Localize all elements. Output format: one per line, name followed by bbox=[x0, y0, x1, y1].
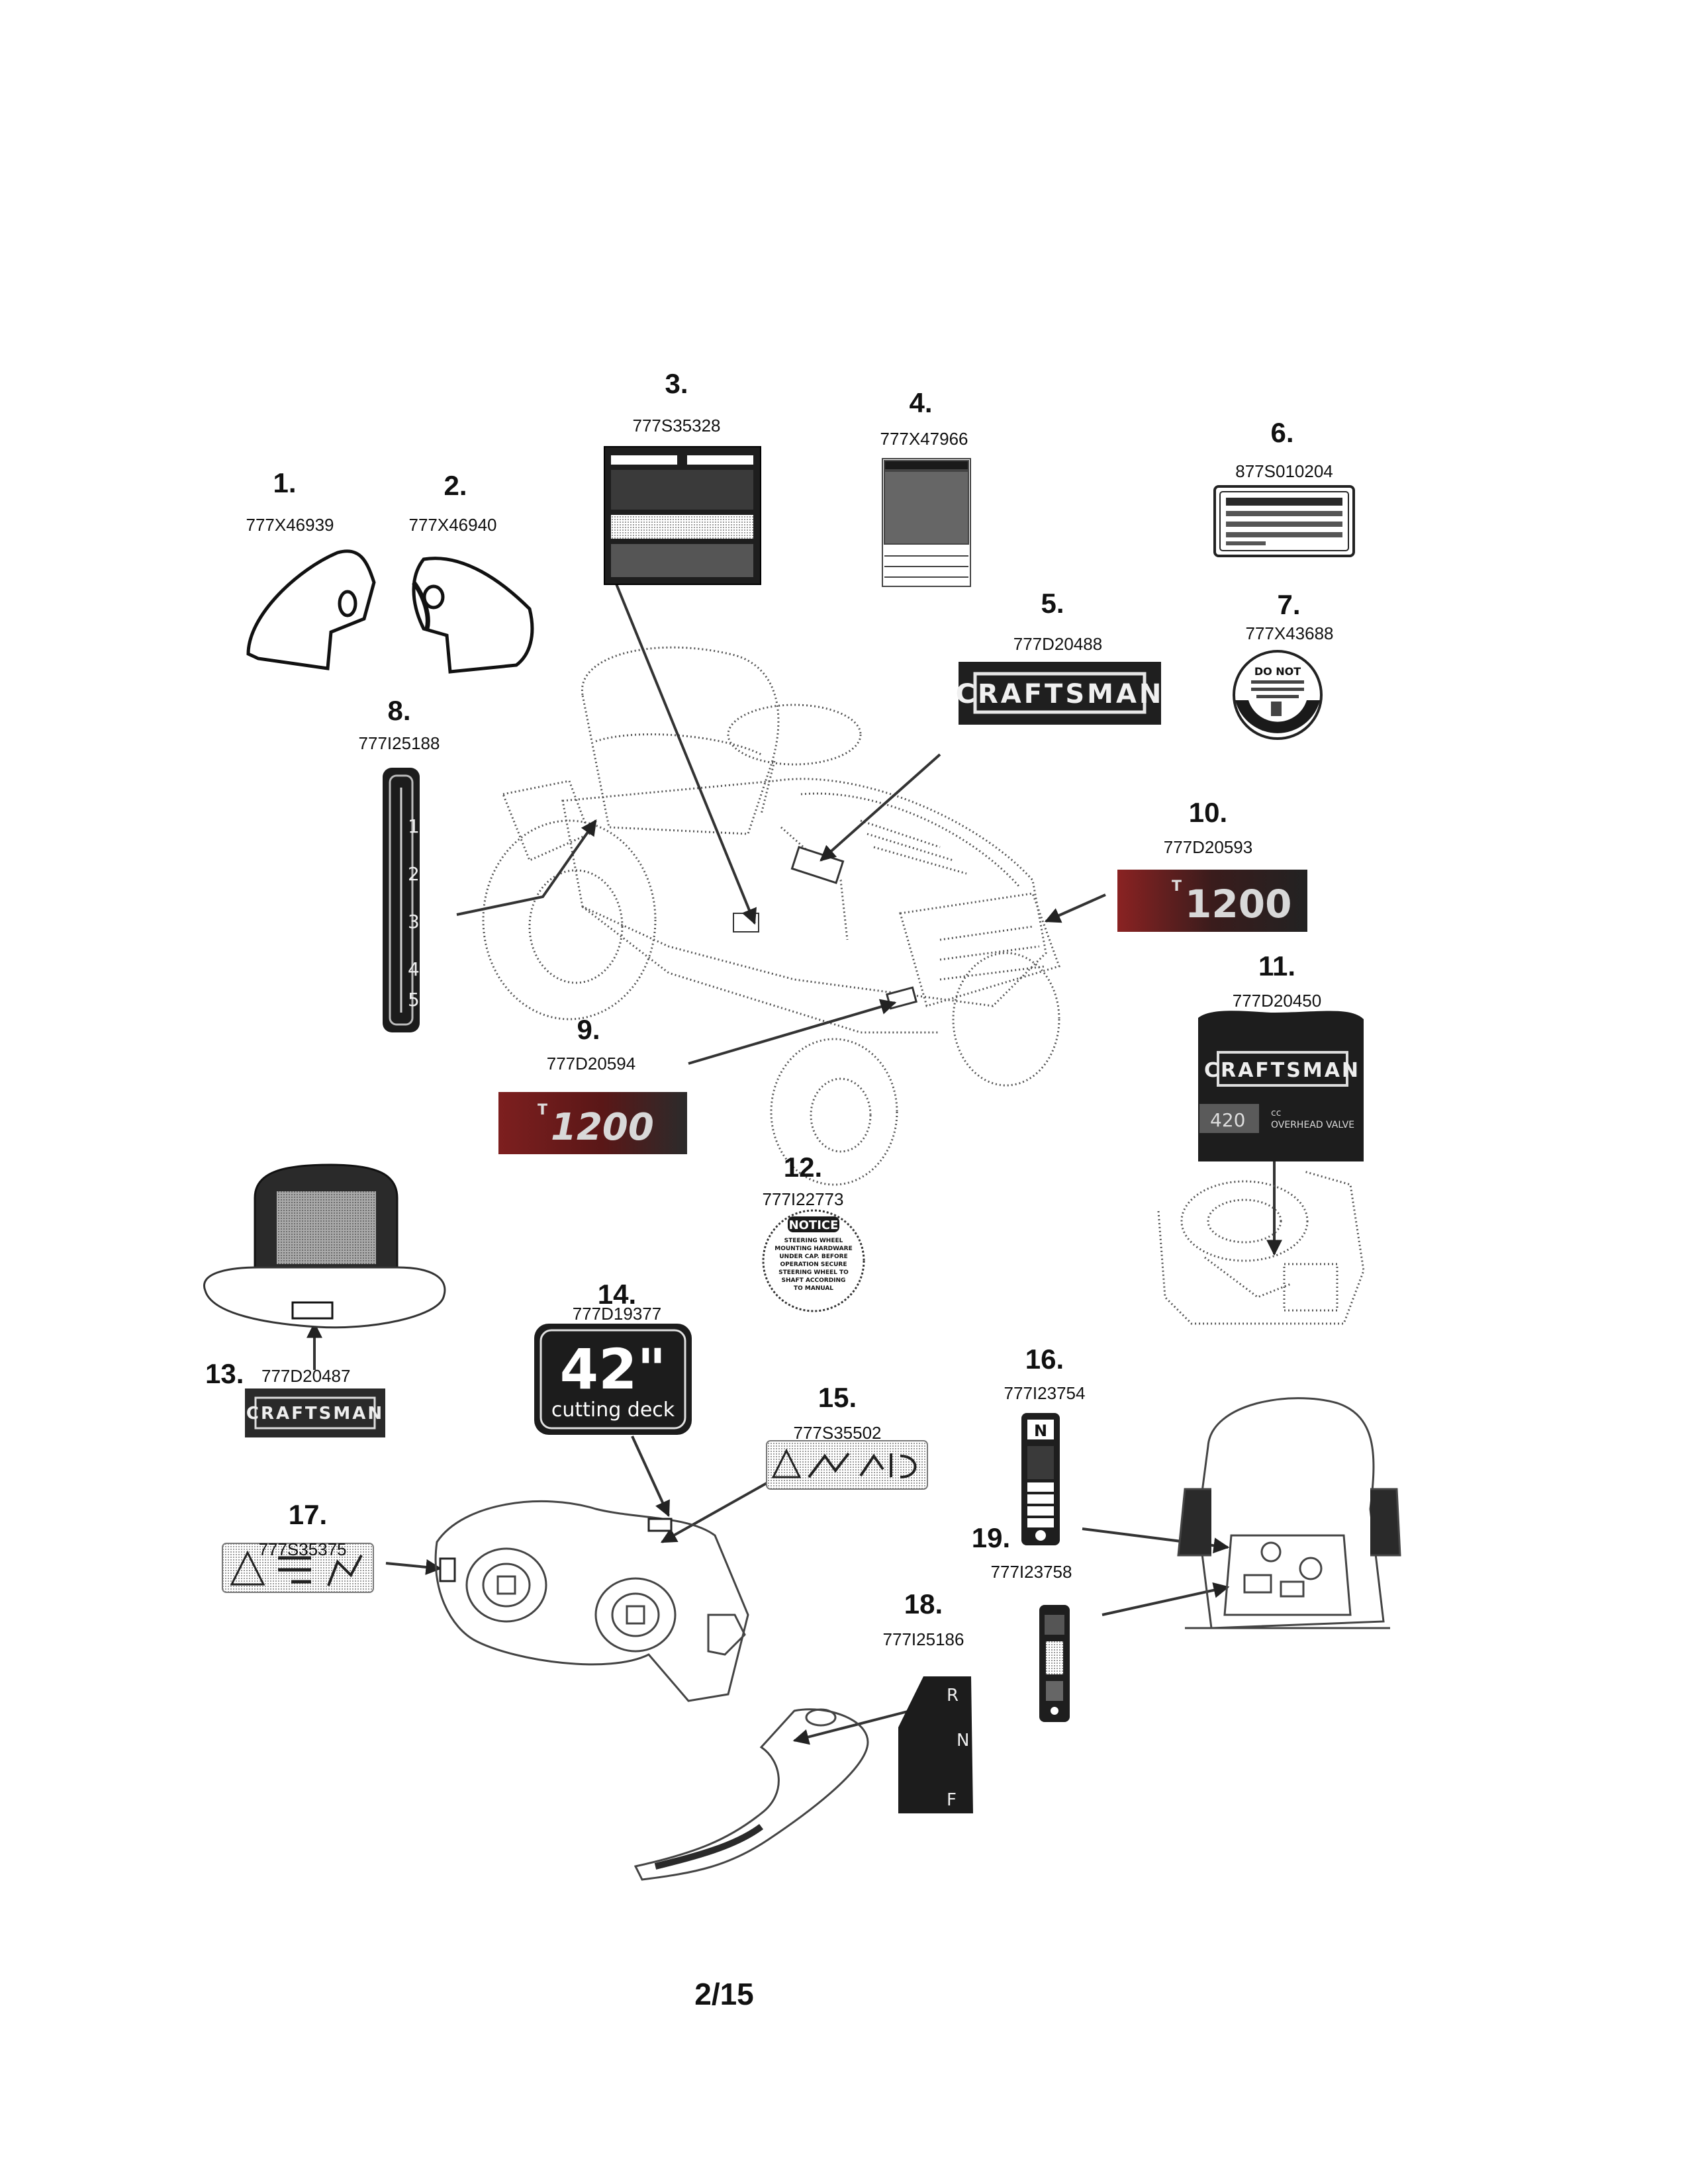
callout-2-number: 2. bbox=[444, 470, 467, 501]
svg-text:T: T bbox=[538, 1102, 547, 1118]
callout-11-number: 11. bbox=[1258, 950, 1296, 981]
decal-19-vertical-label bbox=[1039, 1605, 1070, 1722]
svg-text:1200: 1200 bbox=[1185, 882, 1291, 927]
svg-text:42": 42" bbox=[560, 1337, 667, 1402]
callout-1-number: 1. bbox=[273, 467, 297, 498]
callout-14-number: 14. bbox=[597, 1279, 637, 1310]
callout-18-number: 18. bbox=[904, 1588, 943, 1619]
svg-text:OPERATION SECURE: OPERATION SECURE bbox=[780, 1261, 847, 1268]
decal-2 bbox=[412, 557, 534, 674]
tractor-decal-5-location bbox=[790, 846, 845, 884]
callout-13-number: 13. bbox=[205, 1358, 244, 1389]
svg-text:420: 420 bbox=[1210, 1109, 1245, 1131]
svg-text:NOTICE: NOTICE bbox=[789, 1218, 839, 1232]
svg-text:3: 3 bbox=[408, 911, 420, 933]
decal-15-warning-strip bbox=[766, 1440, 928, 1490]
svg-text:T: T bbox=[1172, 878, 1182, 895]
callout-12-number: 12. bbox=[783, 1152, 823, 1183]
svg-text:2: 2 bbox=[408, 863, 420, 885]
callout-17-number: 17. bbox=[288, 1499, 328, 1530]
page-number: 2/15 bbox=[694, 1977, 754, 2011]
callout-16-part: 777I23754 bbox=[1004, 1383, 1086, 1403]
callout-19-part: 777I23758 bbox=[990, 1562, 1072, 1582]
decal-7-round-label: DO NOT bbox=[1233, 650, 1323, 740]
callout-4-number: 4. bbox=[909, 387, 933, 418]
svg-text:F: F bbox=[947, 1790, 957, 1810]
decal-9-model-badge: T 1200 bbox=[498, 1092, 687, 1154]
svg-text:5: 5 bbox=[408, 989, 420, 1011]
svg-text:CRAFTSMAN: CRAFTSMAN bbox=[1204, 1059, 1360, 1082]
decal-5-craftsman-badge: CRAFTSMAN bbox=[956, 662, 1164, 725]
callout-10-number: 10. bbox=[1188, 797, 1228, 828]
decal-13-craftsman-badge: CRAFTSMAN bbox=[245, 1388, 385, 1437]
tractor-decal-9-location bbox=[885, 986, 918, 1010]
callout-7-number: 7. bbox=[1277, 589, 1301, 620]
callout-8-part: 777I25188 bbox=[358, 733, 440, 753]
decal-14-deck-size: 42" cutting deck bbox=[534, 1324, 692, 1435]
svg-text:STEERING WHEEL TO: STEERING WHEEL TO bbox=[778, 1269, 849, 1276]
decal-18-shift-label: R N F bbox=[898, 1676, 973, 1813]
decal-16-vertical-label: N bbox=[1021, 1413, 1060, 1545]
svg-text:cutting deck: cutting deck bbox=[551, 1398, 675, 1422]
svg-text:R: R bbox=[947, 1686, 959, 1706]
decal-11-engine-label: CRAFTSMAN 420 cc OVERHEAD VALVE bbox=[1198, 1011, 1364, 1161]
callout-15-part: 777S35502 bbox=[793, 1423, 882, 1443]
callout-13-part: 777D20487 bbox=[261, 1366, 351, 1386]
svg-text:CRAFTSMAN: CRAFTSMAN bbox=[246, 1404, 384, 1424]
callout-18-part: 777I25186 bbox=[882, 1629, 964, 1649]
callout-19-number: 19. bbox=[971, 1522, 1011, 1553]
callout-14-part: 777D19377 bbox=[572, 1304, 662, 1324]
callout-7-part: 777X43688 bbox=[1245, 623, 1334, 643]
callout-2-part: 777X46940 bbox=[408, 515, 497, 535]
callout-6-number: 6. bbox=[1270, 417, 1294, 448]
svg-text:DO NOT: DO NOT bbox=[1254, 665, 1301, 678]
callout-10-part: 777D20593 bbox=[1163, 837, 1253, 857]
engine-illustration bbox=[1157, 1170, 1365, 1325]
callout-3-number: 3. bbox=[665, 368, 688, 399]
svg-text:N: N bbox=[1034, 1422, 1047, 1440]
decal-8-height-strip: 1 2 3 4 5 bbox=[383, 768, 420, 1032]
callout-1-part: 777X46939 bbox=[246, 515, 334, 535]
callout-4-part: 777X47966 bbox=[880, 429, 968, 449]
svg-text:1: 1 bbox=[408, 815, 420, 837]
leader-lines bbox=[306, 582, 1282, 1745]
seat-illustration bbox=[203, 1163, 446, 1329]
pedal-illustration bbox=[633, 1708, 869, 1881]
svg-text:UNDER CAP. BEFORE: UNDER CAP. BEFORE bbox=[779, 1253, 847, 1260]
callout-9-part: 777D20594 bbox=[546, 1054, 636, 1073]
decal-1 bbox=[246, 549, 376, 670]
callout-11-part: 777D20450 bbox=[1232, 991, 1322, 1011]
mower-deck-illustration bbox=[434, 1500, 749, 1702]
decal-12-notice-label: NOTICE STEERING WHEEL MOUNTING HARDWARE … bbox=[762, 1209, 865, 1312]
decal-10-model-badge: T 1200 bbox=[1117, 870, 1307, 932]
callout-16-number: 16. bbox=[1025, 1343, 1064, 1375]
svg-text:OVERHEAD VALVE: OVERHEAD VALVE bbox=[1271, 1120, 1354, 1130]
decal-6-emission-label bbox=[1213, 485, 1355, 557]
svg-text:1200: 1200 bbox=[551, 1106, 654, 1149]
svg-text:CRAFTSMAN: CRAFTSMAN bbox=[956, 679, 1164, 709]
svg-text:4: 4 bbox=[408, 958, 420, 980]
decal-3-safety-label bbox=[604, 446, 761, 585]
svg-text:N: N bbox=[957, 1731, 969, 1751]
svg-text:cc: cc bbox=[1271, 1108, 1281, 1118]
callout-6-part: 877S010204 bbox=[1235, 461, 1333, 481]
tractor-illustration bbox=[482, 646, 1060, 1186]
svg-text:MOUNTING HARDWARE: MOUNTING HARDWARE bbox=[774, 1246, 852, 1252]
callout-5-part: 777D20488 bbox=[1013, 634, 1103, 654]
callout-3-part: 777S35328 bbox=[632, 416, 721, 435]
callout-8-number: 8. bbox=[387, 695, 411, 726]
decal-4-chart-label bbox=[882, 458, 971, 587]
rear-view-illustration bbox=[1177, 1397, 1401, 1629]
callout-15-number: 15. bbox=[818, 1382, 857, 1413]
decal-17-warning-strip bbox=[222, 1543, 374, 1593]
callout-5-number: 5. bbox=[1041, 588, 1064, 619]
svg-text:STEERING WHEEL: STEERING WHEEL bbox=[784, 1238, 843, 1244]
svg-text:TO MANUAL: TO MANUAL bbox=[794, 1285, 833, 1292]
svg-text:SHAFT ACCORDING: SHAFT ACCORDING bbox=[782, 1277, 846, 1284]
callout-12-part: 777I22773 bbox=[762, 1189, 844, 1209]
callout-17-part: 777S35375 bbox=[258, 1539, 347, 1559]
callout-9-number: 9. bbox=[577, 1014, 600, 1045]
